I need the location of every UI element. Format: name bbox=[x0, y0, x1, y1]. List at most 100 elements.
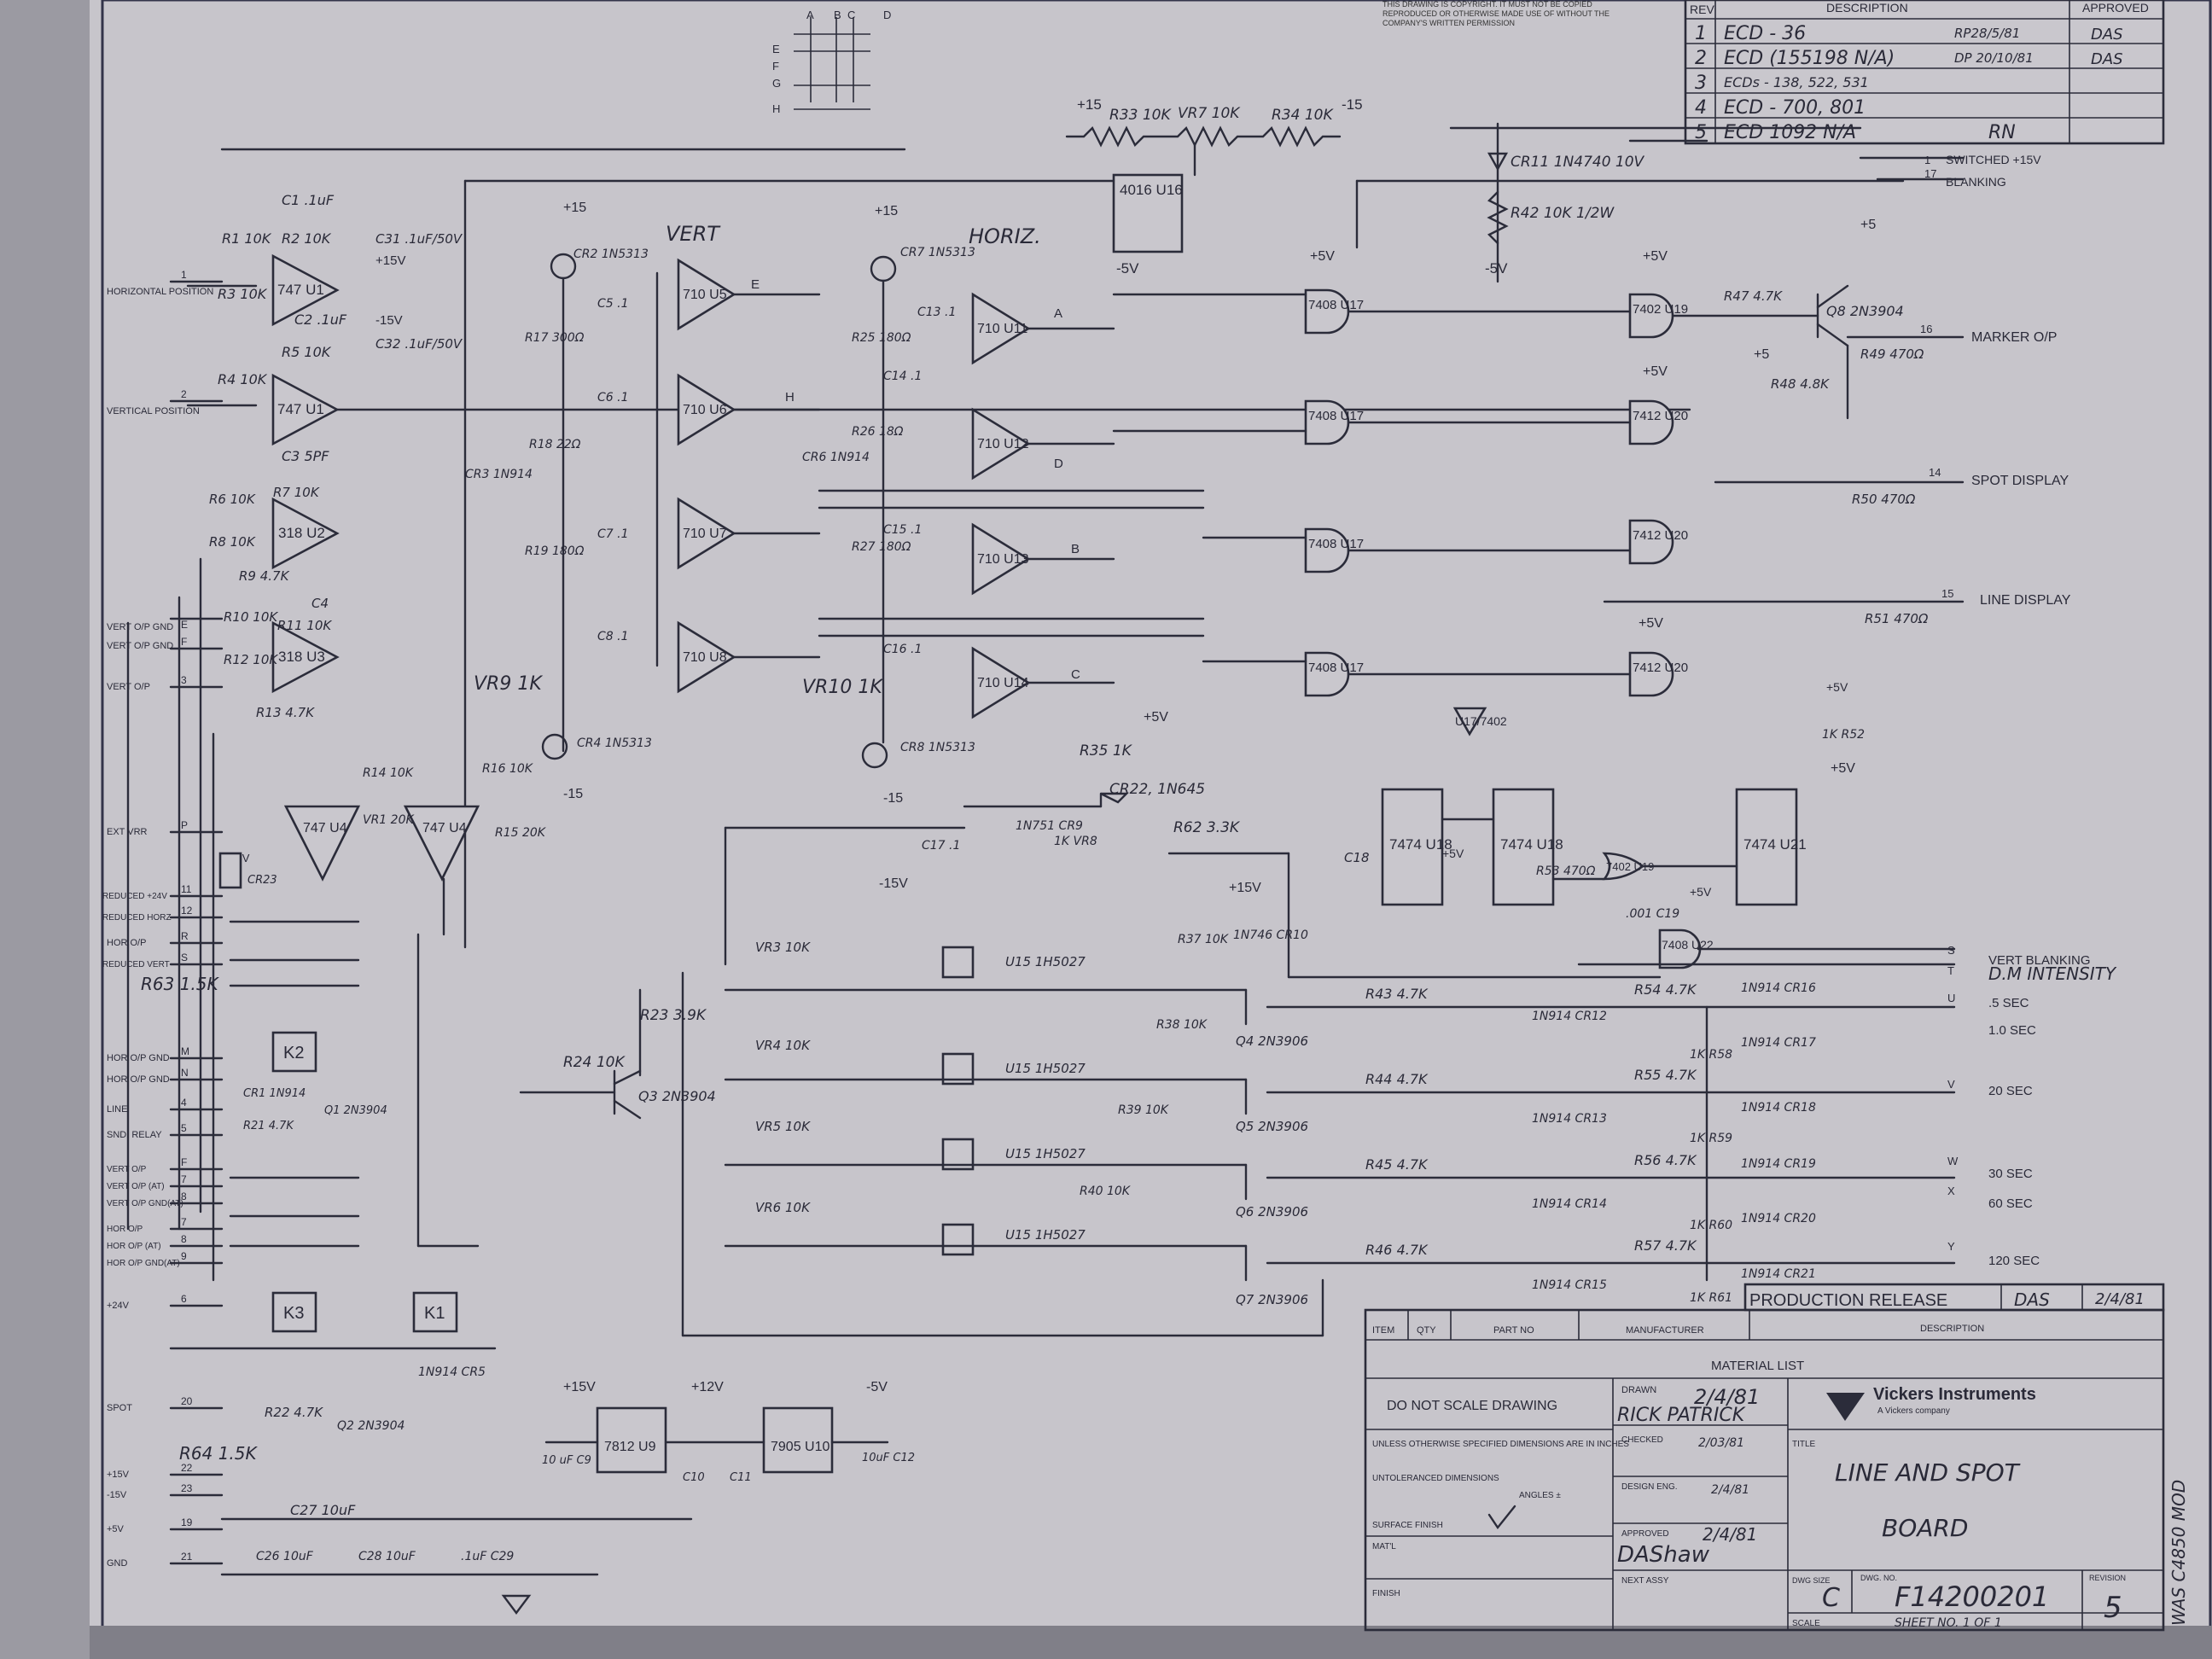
u19-gate bbox=[1628, 293, 1674, 339]
input-label: REDUCED HORZ bbox=[102, 913, 172, 923]
q5-label: Q5 2N3906 bbox=[1236, 1119, 1308, 1134]
c8-label: C8 .1 bbox=[597, 630, 629, 643]
rail-label: -15 bbox=[883, 791, 903, 806]
title-label: TITLE bbox=[1792, 1440, 1816, 1449]
input-pin: 4 bbox=[181, 1097, 187, 1109]
vr5-label: VR5 10K bbox=[755, 1119, 811, 1134]
connector-letter: B bbox=[834, 9, 841, 21]
node-letter: B bbox=[1071, 542, 1080, 556]
cr10-label: 1N746 CR10 bbox=[1233, 928, 1308, 942]
vertical-output-amplifiers: 318 U2 318 U3 R6 10K R7 10K R8 10K R9 4.… bbox=[126, 485, 340, 1231]
output-label: 30 SEC bbox=[1988, 1167, 2033, 1181]
cr9-label: 1N751 CR9 bbox=[1016, 819, 1083, 833]
output-pin: 17 bbox=[1924, 167, 1936, 180]
r49-label: R49 470Ω bbox=[1860, 346, 1924, 362]
c31-label: C31 .1uF/50V bbox=[375, 231, 463, 247]
input-label: HOR O/P bbox=[107, 1225, 143, 1234]
node-letter: C bbox=[1071, 667, 1080, 682]
drawing-title: LINE AND SPOT bbox=[1835, 1458, 2021, 1487]
r59-label: 1K R59 bbox=[1690, 1132, 1732, 1145]
c14-label: C14 .1 bbox=[883, 370, 922, 383]
input-pin: P bbox=[181, 819, 188, 831]
k3-label: K3 bbox=[283, 1304, 304, 1323]
production-release: PRODUCTION RELEASE bbox=[1749, 1291, 1947, 1310]
input-label: +5V bbox=[107, 1524, 125, 1534]
flip-flop-logic: 7474 U18 7474 U18 7474 U21 7402 U19 7408… bbox=[1344, 680, 1956, 969]
r17-label: R17 300Ω bbox=[525, 331, 585, 345]
input-label: HOR O/P GND bbox=[107, 1074, 170, 1085]
horizontal-comparators: HORIZ. 710 U11 710 U12 710 U13 710 U14 A… bbox=[802, 204, 1205, 806]
cr23-label: CR23 bbox=[247, 874, 277, 887]
copyright-note: THIS DRAWING IS COPYRIGHT. IT MUST NOT B… bbox=[1382, 0, 1610, 27]
r19-label: R19 180Ω bbox=[525, 544, 585, 558]
output-pin: T bbox=[1947, 964, 1954, 977]
u10-label: 7905 U10 bbox=[771, 1440, 830, 1454]
r53-label: R53 470Ω bbox=[1536, 864, 1596, 878]
power-supply: 7812 U9 7905 U10 +15V +12V -5V 10 uF C9 … bbox=[220, 1380, 915, 1615]
c17-label: C17 .1 bbox=[922, 839, 960, 853]
r57-label: R57 4.7K bbox=[1634, 1237, 1697, 1254]
r47-label: R47 4.7K bbox=[1724, 288, 1783, 304]
r22-label: R22 4.7K bbox=[265, 1405, 323, 1420]
r35-label: R35 1K bbox=[1080, 742, 1133, 760]
u18a-flip-flop bbox=[1381, 788, 1444, 906]
vertical-reference-ladder: CR2 1N5313 +15 R17 300Ω R18 22Ω R19 180Ω… bbox=[465, 201, 652, 801]
rail-label: -5V bbox=[1485, 260, 1508, 276]
rev-number: 1 bbox=[1695, 23, 1707, 44]
output-label: .5 SEC bbox=[1988, 996, 2029, 1010]
u20-gate bbox=[1628, 519, 1674, 565]
u15-label: U15 1H5027 bbox=[1005, 1227, 1086, 1243]
list-header: MANUFACTURER bbox=[1626, 1325, 1704, 1336]
relay-k3 bbox=[271, 1291, 317, 1333]
rail-label: +5V bbox=[1643, 249, 1668, 264]
r16-label: R16 10K bbox=[482, 762, 534, 776]
vr4-label: VR4 10K bbox=[755, 1038, 811, 1053]
u20-gate bbox=[1628, 399, 1674, 445]
u17-inverter bbox=[1452, 707, 1487, 736]
c2-label: C2 .1uF bbox=[294, 311, 347, 328]
r24-label: R24 10K bbox=[563, 1054, 626, 1071]
u17-and-gate bbox=[1304, 651, 1350, 697]
input-label: REDUCED +24V bbox=[102, 892, 167, 901]
input-pin: 20 bbox=[181, 1395, 193, 1407]
drawn-by: RICK PATRICK bbox=[1617, 1405, 1746, 1426]
q8-label: Q8 2N3904 bbox=[1826, 303, 1904, 319]
output-pin: X bbox=[1947, 1185, 1955, 1197]
cr22-label: CR22, 1N645 bbox=[1109, 781, 1205, 798]
output-pin: 16 bbox=[1920, 323, 1932, 335]
approved-date: 2/4/81 bbox=[1703, 1524, 1757, 1545]
vr6-label: VR6 10K bbox=[755, 1200, 811, 1215]
drawing-size: C bbox=[1822, 1583, 1840, 1613]
relay-contact bbox=[218, 852, 242, 889]
list-header: QTY bbox=[1417, 1325, 1436, 1336]
design-date: 2/4/81 bbox=[1711, 1483, 1749, 1497]
cr18-label: 1N914 CR18 bbox=[1741, 1101, 1816, 1115]
c12-label: 10uF C12 bbox=[862, 1452, 915, 1464]
u5-label: 710 U5 bbox=[683, 288, 727, 302]
u14-label: 710 U14 bbox=[977, 676, 1029, 690]
connector-letter: D bbox=[883, 9, 891, 21]
cr13-label: 1N914 CR13 bbox=[1532, 1112, 1607, 1126]
next-assy: NEXT ASSY bbox=[1621, 1576, 1669, 1586]
c29-label: .1uF C29 bbox=[461, 1550, 514, 1563]
r62-label: R62 3.3K bbox=[1173, 819, 1241, 836]
input-label: GND bbox=[107, 1558, 128, 1569]
input-label: HOR O/P (AT) bbox=[107, 1242, 161, 1251]
k1-label: K1 bbox=[424, 1304, 445, 1323]
input-label: HOR O/P GND bbox=[107, 1053, 170, 1063]
input-connector-labels: HORIZONTAL POSITION 1 VERTICAL POSITION … bbox=[102, 269, 224, 1569]
input-label: VERT O/P GND bbox=[107, 641, 173, 651]
q3-label: Q3 2N3904 bbox=[638, 1088, 716, 1104]
cr21-label: 1N914 CR21 bbox=[1741, 1267, 1816, 1281]
u17-and-gate bbox=[1304, 399, 1350, 445]
input-label: +24V bbox=[107, 1301, 130, 1311]
r18-label: R18 22Ω bbox=[529, 438, 581, 451]
u7-label: 710 U7 bbox=[683, 527, 727, 541]
u3-opamp bbox=[271, 620, 340, 694]
dwg-no-label: DWG. NO. bbox=[1860, 1574, 1897, 1582]
output-label: LINE DISPLAY bbox=[1980, 593, 2071, 608]
u20-gate bbox=[1628, 651, 1674, 697]
rail-label: +5V bbox=[1643, 364, 1668, 379]
c9-label: 10 uF C9 bbox=[542, 1454, 591, 1467]
release-by: DAS bbox=[2014, 1289, 2050, 1310]
